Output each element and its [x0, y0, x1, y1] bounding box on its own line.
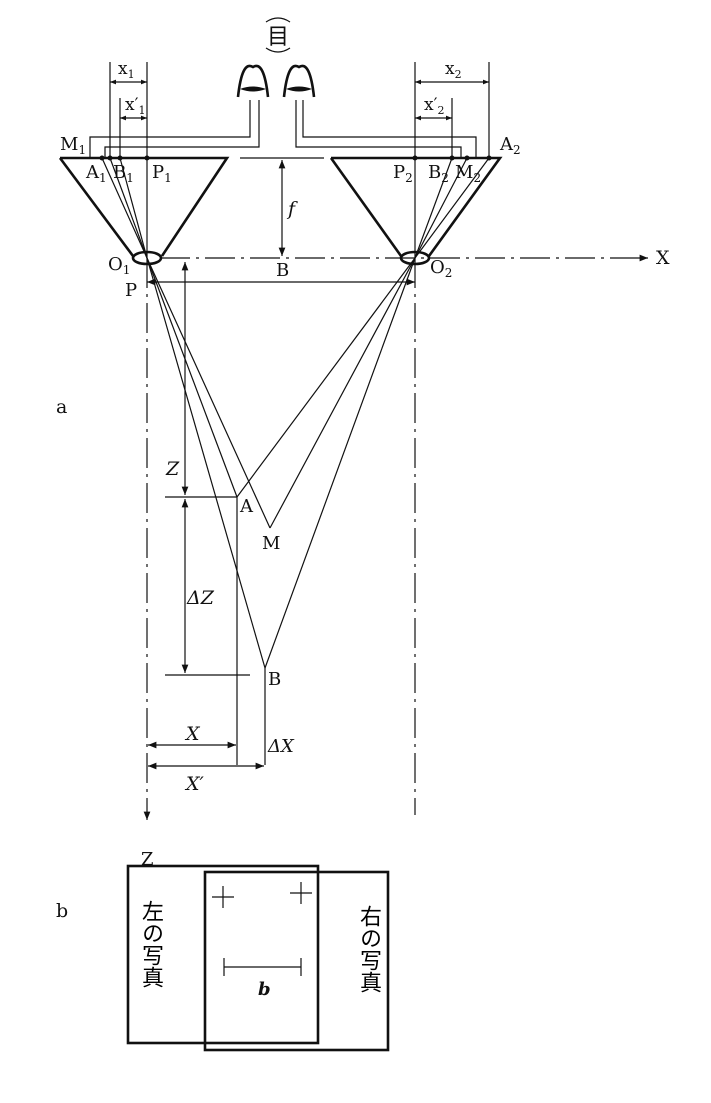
- svg-text:f: f: [286, 198, 298, 220]
- left-photo-label: 左の写真: [138, 900, 163, 988]
- svg-text:A2: A2: [499, 134, 521, 157]
- svg-text:x1: x1: [118, 59, 135, 81]
- right-photo-label: 右の写真: [356, 905, 381, 993]
- svg-text:A1: A1: [85, 162, 107, 185]
- svg-text:O1: O1: [108, 254, 130, 277]
- svg-text:M1: M1: [60, 134, 86, 157]
- svg-text:x′2: x′2: [424, 95, 444, 117]
- rays: [101, 157, 490, 669]
- svg-text:X′: X′: [184, 773, 205, 795]
- left-photo-frame: [126, 864, 320, 1045]
- svg-text:O2: O2: [430, 257, 452, 280]
- svg-text:ΔZ: ΔZ: [186, 587, 215, 609]
- fiducial-marks: [212, 882, 312, 976]
- svg-text:A: A: [239, 496, 254, 517]
- svg-text:B: B: [276, 260, 289, 281]
- svg-text:B: B: [268, 669, 281, 690]
- svg-text:x′1: x′1: [125, 95, 145, 117]
- svg-text:目: 目: [267, 25, 289, 50]
- eyepiece-right: [282, 64, 316, 98]
- svg-text:P2: P2: [393, 162, 413, 185]
- viewing-brackets: [89, 100, 477, 158]
- svg-text:M2: M2: [455, 162, 481, 185]
- panel-label-a: a: [56, 396, 67, 418]
- svg-text:P1: P1: [152, 162, 172, 185]
- svg-text:X: X: [184, 723, 201, 745]
- svg-text:X: X: [656, 247, 670, 269]
- right-photo-frame: [203, 870, 390, 1052]
- eye-symbol: 目: [265, 17, 291, 53]
- eyepiece-left: [236, 64, 270, 98]
- svg-text:Z: Z: [165, 458, 180, 480]
- svg-text:b: b: [258, 979, 271, 1000]
- panel-label-b: b: [56, 900, 68, 922]
- svg-text:x2: x2: [445, 59, 462, 81]
- svg-text:M: M: [262, 533, 280, 554]
- svg-text:ΔX: ΔX: [267, 736, 295, 757]
- svg-text:P: P: [125, 280, 137, 301]
